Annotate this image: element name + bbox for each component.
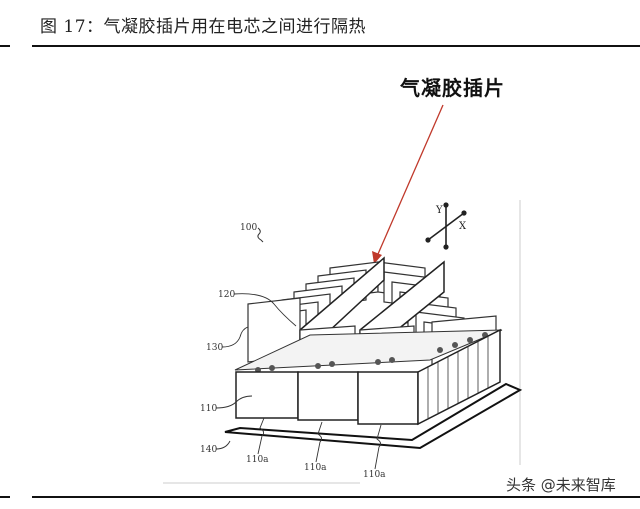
bottom-rule: [32, 496, 640, 498]
axes-icon: Y X: [425, 202, 467, 250]
ref-110a-1: 110a: [246, 455, 269, 465]
ref-100: 100: [240, 223, 257, 233]
callout-arrow-icon: [372, 104, 444, 264]
top-rule-left: [0, 45, 10, 47]
ref-110a-2: 110a: [304, 463, 327, 473]
bottom-rule-left: [0, 496, 10, 498]
ref-130: 130: [206, 343, 223, 353]
axis-y-label: Y: [435, 205, 443, 216]
top-rule: [32, 45, 640, 47]
ref-110: 110: [200, 404, 217, 414]
watermark: 头条 @未来智库: [506, 476, 616, 494]
callout-label: 气凝胶插片: [400, 76, 505, 100]
figure-caption: 图 17：气凝胶插片用在电芯之间进行隔热: [40, 17, 367, 37]
axis-x-label: X: [459, 221, 467, 232]
ref-140: 140: [200, 445, 217, 455]
ref-120: 120: [218, 290, 235, 300]
ref-110a-3: 110a: [363, 470, 386, 480]
